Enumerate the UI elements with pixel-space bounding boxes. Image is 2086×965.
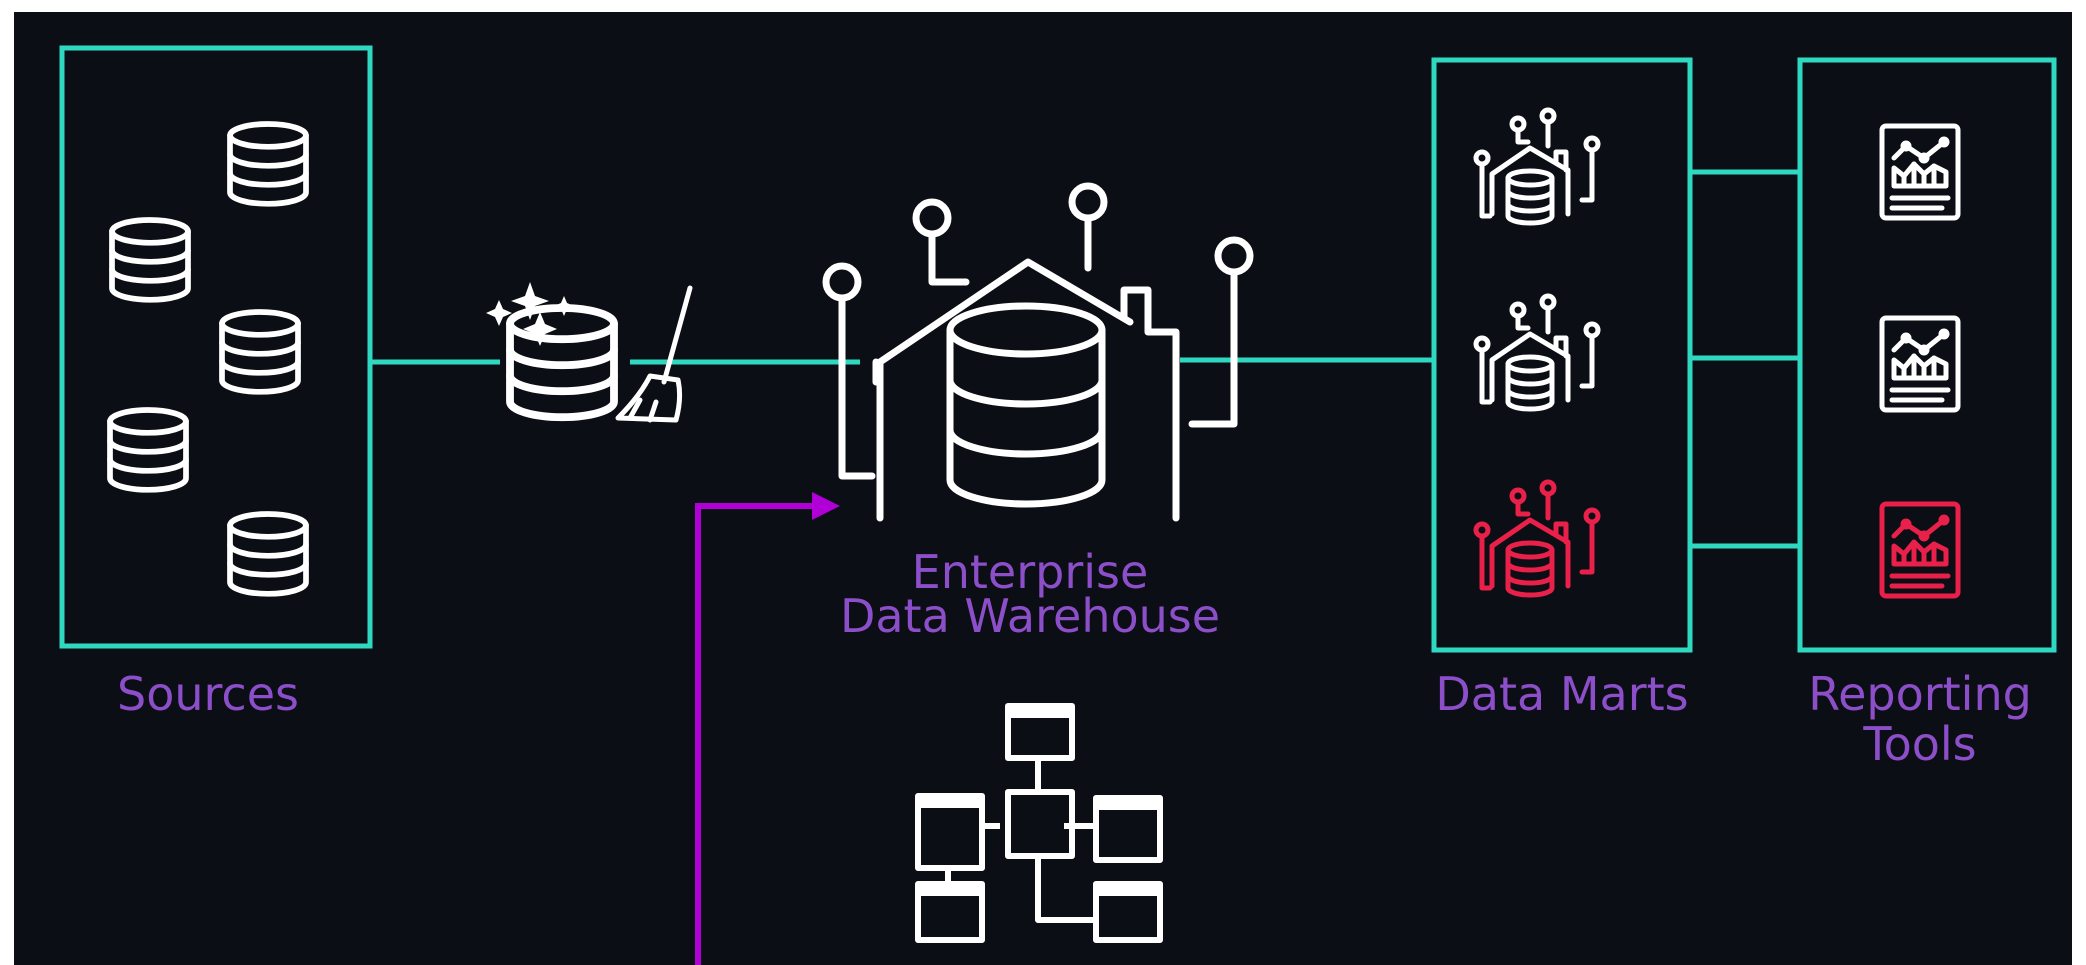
arrow-to-warehouse — [695, 503, 816, 965]
reporting-label-line2: Tools — [1862, 717, 1976, 771]
schema-table-headers — [918, 706, 1160, 896]
reporting-label-line1: Reporting — [1808, 667, 2032, 721]
arrow-head — [812, 492, 840, 520]
data-marts-label: Data Marts — [1435, 667, 1688, 721]
edw-label-line1: Enterprise — [912, 545, 1149, 599]
data-warehouse-icon — [822, 182, 1254, 522]
edw-label-line2: Data Warehouse — [840, 589, 1220, 643]
canvas-background — [14, 12, 2072, 965]
reporting-tools-box — [1797, 57, 2057, 653]
sources-label: Sources — [117, 667, 299, 721]
data-marts-box — [1431, 57, 1693, 653]
database-cleanup-icon — [486, 282, 693, 423]
sources-box — [59, 45, 373, 649]
